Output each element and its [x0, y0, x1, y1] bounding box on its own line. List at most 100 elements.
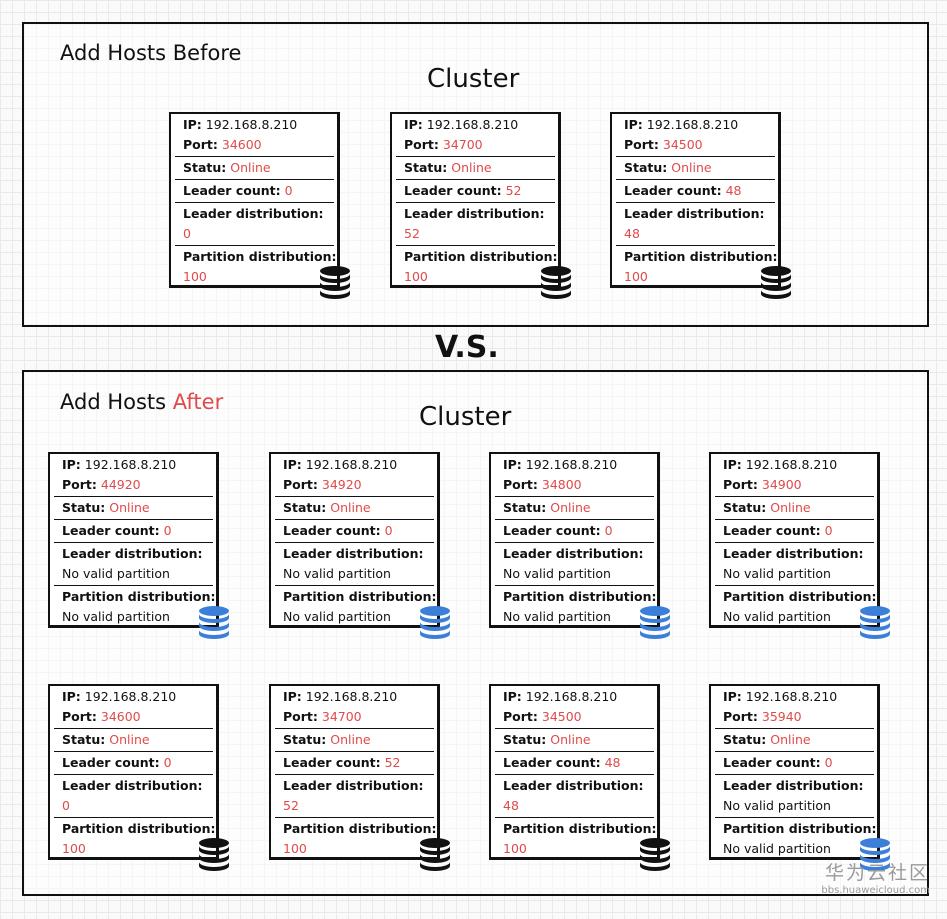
ip-row: IP: 192.168.8.210 — [62, 689, 176, 704]
leader-distribution-label: Leader distribution: — [283, 546, 424, 561]
statu-value: Online — [230, 160, 271, 175]
port-value: 34600 — [221, 137, 262, 152]
partition-distribution-value: No valid partition — [62, 609, 170, 624]
partition-distribution-label: Partition distribution: — [283, 821, 437, 836]
statu-row: Statu: Online — [62, 732, 150, 747]
leader-count-row: Leader count: 52 — [404, 183, 521, 198]
cluster-title-before: Cluster — [427, 64, 520, 94]
statu-key: Statu: — [183, 160, 227, 175]
port-key: Port: — [503, 477, 538, 492]
database-icon — [860, 838, 890, 871]
partition-distribution-label: Partition distribution: — [723, 589, 877, 604]
leader-count-value: 0 — [824, 755, 833, 770]
database-icon — [320, 266, 350, 299]
ip-key: IP: — [283, 457, 302, 472]
leader-count-value: 0 — [284, 183, 293, 198]
port-value: 34700 — [321, 709, 362, 724]
row-divider — [616, 179, 775, 180]
statu-row: Statu: Online — [283, 500, 371, 515]
leader-count-value: 0 — [384, 523, 393, 538]
database-icon — [420, 606, 450, 639]
leader-count-key: Leader count: — [723, 755, 821, 770]
add-hosts-before-label: Add Hosts Before — [60, 41, 242, 65]
port-value: 34900 — [761, 477, 802, 492]
ip-row: IP: 192.168.8.210 — [503, 689, 617, 704]
row-divider — [275, 585, 434, 586]
database-icon — [420, 838, 450, 871]
row-divider — [715, 519, 874, 520]
port-value: 34600 — [100, 709, 141, 724]
leader-distribution-label: Leader distribution: — [62, 546, 203, 561]
leader-distribution-value: No valid partition — [62, 566, 170, 581]
row-divider — [275, 542, 434, 543]
statu-key: Statu: — [503, 732, 547, 747]
statu-row: Statu: Online — [503, 732, 591, 747]
partition-distribution-label: Partition distribution: — [183, 249, 337, 264]
row-divider — [715, 728, 874, 729]
row-divider — [715, 585, 874, 586]
row-divider — [495, 728, 654, 729]
ip-value: 192.168.8.210 — [305, 689, 398, 704]
statu-value: Online — [770, 500, 811, 515]
row-divider — [495, 496, 654, 497]
watermark-logo-text: 华为云社区 — [824, 862, 930, 884]
port-row: Port: 34600 — [62, 709, 141, 724]
partition-distribution-value: 100 — [404, 269, 428, 284]
leader-count-value: 48 — [725, 183, 742, 198]
port-row: Port: 34700 — [283, 709, 362, 724]
partition-distribution-label: Partition distribution: — [624, 249, 778, 264]
ip-value: 192.168.8.210 — [305, 457, 398, 472]
partition-distribution-value: 100 — [183, 269, 207, 284]
leader-distribution-value: 52 — [283, 798, 299, 813]
ip-value: 192.168.8.210 — [646, 117, 739, 132]
row-divider — [275, 817, 434, 818]
ip-row: IP: 192.168.8.210 — [503, 457, 617, 472]
row-divider — [495, 542, 654, 543]
port-value: 34500 — [541, 709, 582, 724]
port-row: Port: 34900 — [723, 477, 802, 492]
partition-distribution-label: Partition distribution: — [404, 249, 558, 264]
row-divider — [54, 496, 213, 497]
ip-row: IP: 192.168.8.210 — [723, 689, 837, 704]
statu-value: Online — [109, 500, 150, 515]
statu-key: Statu: — [723, 500, 767, 515]
leader-count-value: 0 — [604, 523, 613, 538]
row-divider — [715, 751, 874, 752]
partition-distribution-value: 100 — [62, 841, 86, 856]
ip-value: 192.168.8.210 — [84, 689, 177, 704]
leader-count-row: Leader count: 48 — [503, 755, 620, 770]
port-key: Port: — [62, 477, 97, 492]
leader-distribution-value: 0 — [62, 798, 70, 813]
leader-distribution-label: Leader distribution: — [723, 778, 864, 793]
partition-distribution-value: No valid partition — [503, 609, 611, 624]
partition-distribution-label: Partition distribution: — [503, 821, 657, 836]
partition-distribution-value: 100 — [503, 841, 527, 856]
row-divider — [495, 519, 654, 520]
ip-key: IP: — [723, 457, 742, 472]
ip-key: IP: — [723, 689, 742, 704]
ip-key: IP: — [624, 117, 643, 132]
leader-count-key: Leader count: — [503, 755, 601, 770]
leader-count-key: Leader count: — [503, 523, 601, 538]
leader-distribution-label: Leader distribution: — [183, 206, 324, 221]
partition-distribution-value: No valid partition — [723, 609, 831, 624]
leader-count-value: 0 — [163, 755, 172, 770]
cluster-before-panel: Add Hosts Before Cluster IP: 192.168.8.2… — [22, 22, 929, 327]
partition-distribution-value: 100 — [624, 269, 648, 284]
cluster-after-panel: Add Hosts After Cluster IP: 192.168.8.21… — [22, 370, 929, 896]
leader-count-key: Leader count: — [183, 183, 281, 198]
port-row: Port: 34700 — [404, 137, 483, 152]
ip-value: 192.168.8.210 — [745, 689, 838, 704]
port-key: Port: — [624, 137, 659, 152]
leader-count-key: Leader count: — [62, 755, 160, 770]
leader-distribution-value: 48 — [624, 226, 640, 241]
row-divider — [175, 202, 334, 203]
statu-value: Online — [550, 500, 591, 515]
port-value: 34800 — [541, 477, 582, 492]
ip-row: IP: 192.168.8.210 — [723, 457, 837, 472]
